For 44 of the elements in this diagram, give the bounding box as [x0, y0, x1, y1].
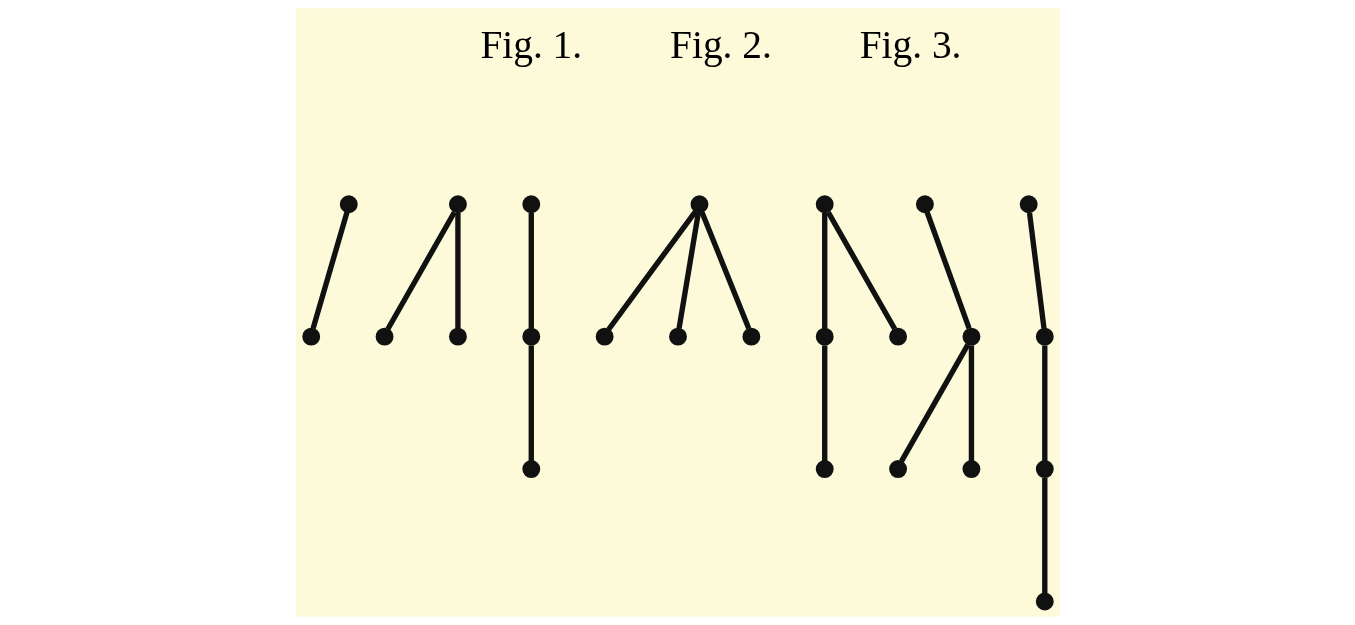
connector [385, 210, 457, 331]
connector [898, 343, 970, 463]
node-circle [690, 195, 708, 214]
node-circle [521, 327, 540, 346]
node-circle [815, 460, 834, 478]
node-circle [888, 327, 907, 346]
node-circle [1035, 592, 1054, 611]
connector [605, 210, 698, 332]
node-circle [595, 327, 614, 346]
node-circle [1035, 460, 1054, 478]
node-circle [888, 460, 907, 478]
node-circle [375, 327, 393, 346]
connector [454, 212, 461, 329]
connector [968, 345, 974, 461]
node-circle [741, 327, 760, 346]
label: Fig. 3. [859, 22, 961, 67]
node-circle [339, 195, 358, 214]
connector [924, 211, 972, 330]
node-circle [1019, 195, 1038, 214]
node-circle [962, 460, 980, 478]
connector [821, 345, 827, 461]
connector [1041, 345, 1047, 461]
connector [1041, 477, 1047, 594]
connector [528, 345, 534, 461]
connector [821, 212, 827, 329]
node-circle [521, 460, 540, 478]
node-circle [448, 327, 467, 346]
node-circle [668, 327, 687, 346]
node-circle [521, 195, 540, 214]
connector [310, 211, 350, 330]
node-circle [962, 327, 980, 346]
node-circle [815, 195, 834, 214]
node-circle [448, 195, 467, 214]
connector [1026, 212, 1047, 329]
connector [825, 210, 897, 331]
node-circle [915, 195, 934, 214]
label: Fig. 1. [479, 22, 582, 67]
connector [675, 211, 701, 329]
connector [528, 212, 534, 329]
node-circle [301, 327, 320, 346]
connector [699, 211, 751, 330]
label: Fig. 2. [669, 22, 772, 67]
node-circle [1035, 327, 1054, 346]
node-circle [815, 327, 834, 346]
